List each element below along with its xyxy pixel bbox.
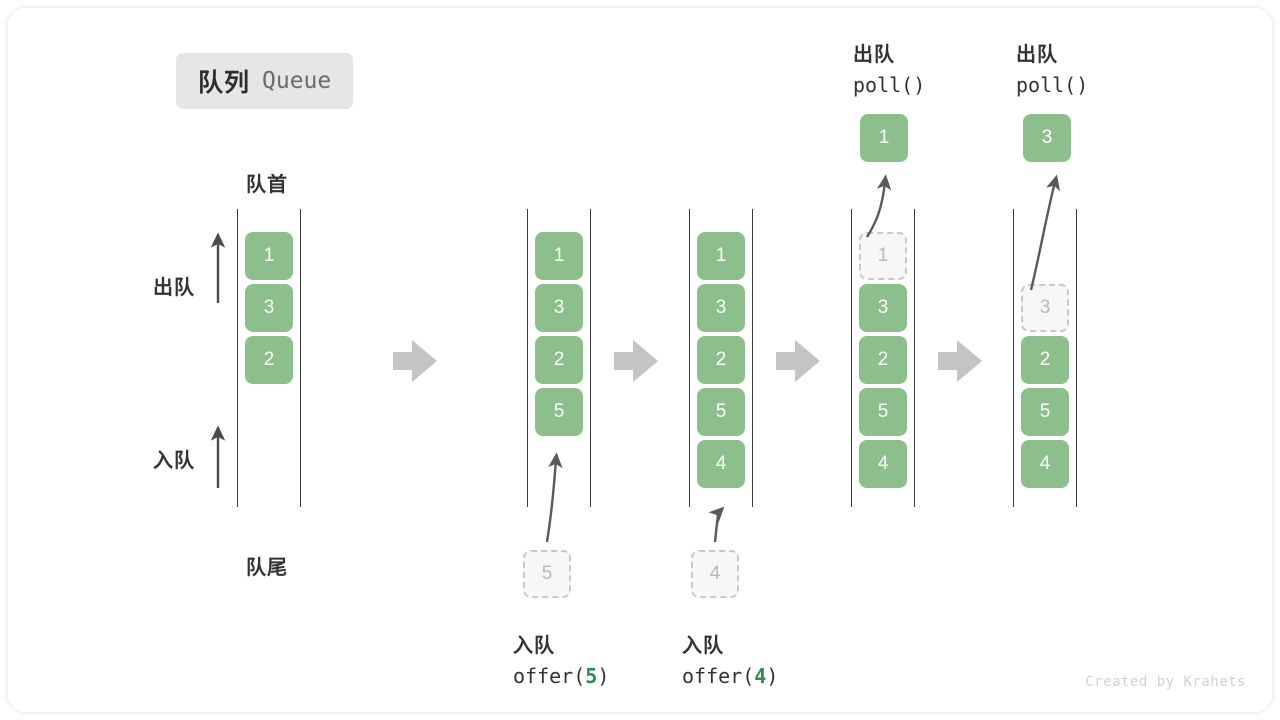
step-arrow-1-icon <box>393 340 437 382</box>
queue-stage-offer-4: 1 3 2 5 4 <box>689 209 753 507</box>
queue-cell-removed: 1 <box>859 232 907 280</box>
rail-left-icon <box>851 209 852 507</box>
rail-left-icon <box>527 209 528 507</box>
queue-stage-poll-1: 1 3 2 5 4 <box>851 209 915 507</box>
stage-poll-3-operation: poll() <box>1016 73 1089 97</box>
queue-cell: 3 <box>245 284 293 332</box>
queue-cell: 4 <box>697 440 745 488</box>
queue-cell: 1 <box>245 232 293 280</box>
queue-cell: 2 <box>535 336 583 384</box>
title-chinese: 队列 <box>198 69 251 97</box>
queue-cell: 5 <box>859 388 907 436</box>
queue-cell: 2 <box>697 336 745 384</box>
watermark-credit: Created by Krahets <box>1085 674 1246 690</box>
stage-offer-4-caption: 入队 <box>682 635 724 657</box>
stage-poll-1-caption: 出队 <box>853 44 895 66</box>
op-arg: 5 <box>585 664 598 688</box>
queue-cell: 5 <box>697 388 745 436</box>
queue-head-label: 队首 <box>246 174 288 196</box>
rail-right-icon <box>1076 209 1077 507</box>
queue-stage-offer-5: 1 3 2 5 <box>527 209 591 507</box>
queue-cell: 1 <box>535 232 583 280</box>
queue-cell: 5 <box>535 388 583 436</box>
queue-cell-removed: 3 <box>1021 284 1069 332</box>
queue-cell: 2 <box>245 336 293 384</box>
diagram-card: 队列 Queue 队首 队尾 出队 入队 入队 offer(5) 入队 offe… <box>8 8 1272 712</box>
queue-cell: 3 <box>859 284 907 332</box>
queue-tail-label: 队尾 <box>246 557 288 579</box>
rail-left-icon <box>689 209 690 507</box>
stage-offer-4-operation: offer(4) <box>682 664 779 688</box>
queue-cell: 2 <box>859 336 907 384</box>
outgoing-element-3: 3 <box>1023 114 1071 162</box>
queue-cell: 3 <box>535 284 583 332</box>
enqueue-direction-label: 入队 <box>153 450 195 472</box>
queue-cell: 5 <box>1021 388 1069 436</box>
queue-cell: 4 <box>1021 440 1069 488</box>
rail-left-icon <box>237 209 238 507</box>
stage-offer-5-caption: 入队 <box>513 635 555 657</box>
title-english: Queue <box>262 68 332 94</box>
queue-cell: 3 <box>697 284 745 332</box>
stage-offer-5-operation: offer(5) <box>513 664 610 688</box>
op-name: offer <box>682 664 743 688</box>
queue-cell: 1 <box>697 232 745 280</box>
step-arrow-3-icon <box>776 340 820 382</box>
rail-right-icon <box>752 209 753 507</box>
op-arg: 4 <box>754 664 767 688</box>
queue-cell: 4 <box>859 440 907 488</box>
op-name: offer <box>513 664 574 688</box>
dequeue-direction-label: 出队 <box>153 277 195 299</box>
queue-stage-poll-3: 3 2 5 4 <box>1013 209 1077 507</box>
arrows-overlay <box>210 174 1061 543</box>
stage-poll-1-operation: poll() <box>853 73 926 97</box>
rail-right-icon <box>300 209 301 507</box>
rail-left-icon <box>1013 209 1014 507</box>
step-arrow-2-icon <box>614 340 658 382</box>
incoming-element-5: 5 <box>523 550 571 598</box>
queue-cell: 2 <box>1021 336 1069 384</box>
incoming-element-4: 4 <box>691 550 739 598</box>
outgoing-element-1: 1 <box>860 114 908 162</box>
rail-right-icon <box>914 209 915 507</box>
offer-4-arrow-icon <box>708 506 725 543</box>
stage-poll-3-caption: 出队 <box>1016 44 1058 66</box>
step-arrow-4-icon <box>938 340 982 382</box>
queue-stage-initial: 1 3 2 <box>237 209 301 507</box>
rail-right-icon <box>590 209 591 507</box>
diagram-title-badge: 队列 Queue <box>176 53 354 109</box>
